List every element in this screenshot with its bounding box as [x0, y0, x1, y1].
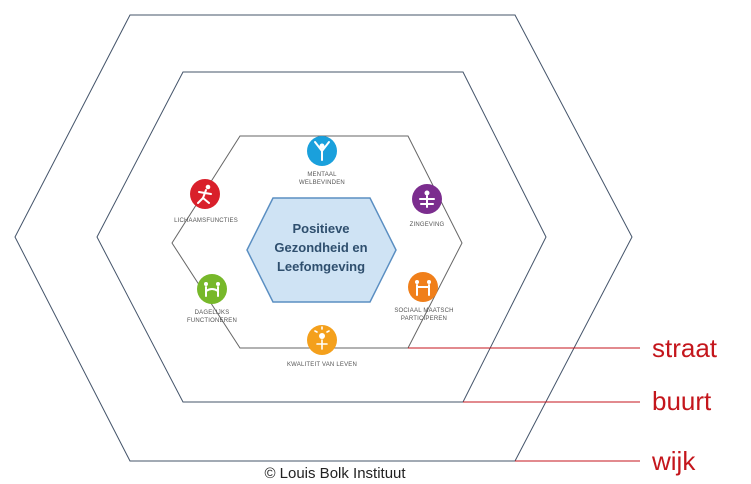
center-title-line-2: Gezondheid en: [274, 240, 367, 255]
kwaliteit-label: KWALITEIT VAN LEVEN: [287, 362, 357, 368]
center-title-line-3: Leefomgeving: [277, 259, 365, 274]
mentaal-label-line-1: MENTAAL: [307, 172, 337, 178]
zingeving-label: ZINGEVING: [410, 222, 445, 228]
copyright-text: © Louis Bolk Instituut: [264, 465, 406, 482]
dimension-kwaliteit-van-leven: KWALITEIT VAN LEVEN: [287, 325, 357, 368]
lichaamsfuncties-label: LICHAAMSFUNCTIES: [174, 218, 238, 224]
center-title-line-1: Positieve: [292, 221, 349, 236]
dimension-mentaal-welbevinden: MENTAAL WELBEVINDEN: [299, 136, 345, 186]
wijk-label: wijk: [651, 446, 696, 476]
dimension-dagelijks-functioneren: DAGELIJKS FUNCTIONEREN: [187, 274, 237, 324]
straat-label: straat: [652, 333, 718, 363]
center-hexagon: [246, 197, 397, 303]
buurt-label: buurt: [652, 386, 712, 416]
sociaal-label-line-1: SOCIAAL MAATSCH: [394, 308, 453, 314]
dagelijks-label-line-2: FUNCTIONEREN: [187, 318, 237, 324]
dimension-zingeving: ZINGEVING: [410, 184, 445, 228]
dimension-lichaamsfuncties: LICHAAMSFUNCTIES: [174, 179, 238, 224]
dagelijks-label-line-1: DAGELIJKS: [195, 310, 230, 316]
mentaal-label-line-2: WELBEVINDEN: [299, 180, 345, 186]
dimension-sociaal-participeren: SOCIAAL MAATSCH PARTICIPEREN: [394, 272, 453, 322]
sociaal-label-line-2: PARTICIPEREN: [401, 316, 447, 322]
